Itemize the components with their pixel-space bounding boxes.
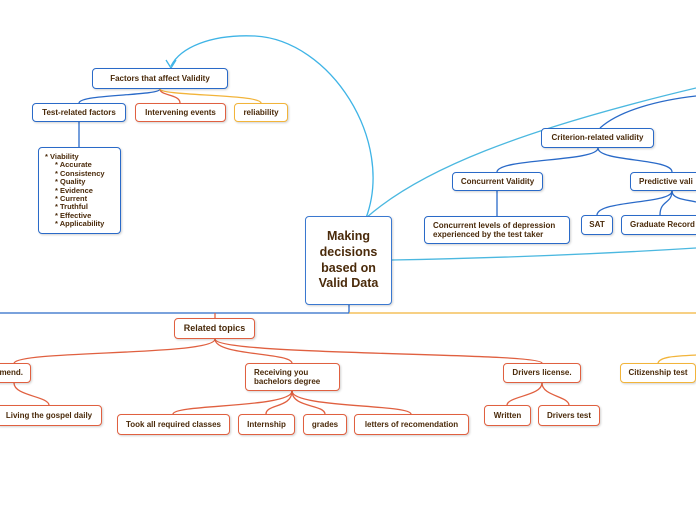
sat-node[interactable]: SAT	[581, 215, 613, 235]
concurrent-validity-node[interactable]: Concurrent Validity	[452, 172, 543, 191]
bachelors-to-classes-connector	[172, 390, 293, 415]
quality-item: * Current	[55, 194, 88, 204]
living-gospel-node[interactable]: Living the gospel daily	[0, 405, 102, 426]
root-to-criterion-connector	[365, 87, 696, 219]
predictive-to-sat-connector	[596, 190, 673, 216]
quality-item: * Viability	[45, 152, 79, 161]
bachelors-degree-node[interactable]: Receiving you bachelors degree	[245, 363, 340, 391]
qualities-list: * Viability* Accurate* Consistency* Qual…	[45, 152, 114, 229]
reliability-node[interactable]: reliability	[234, 103, 288, 122]
criterion-to-concurrent-connector	[496, 147, 599, 173]
predictive-to-gre-connector	[659, 190, 673, 216]
mend-node[interactable]: mend.	[0, 363, 31, 383]
quality-item: * Truthful	[55, 202, 88, 212]
bachelors-to-grades-connector	[291, 390, 326, 415]
quality-item: * Evidence	[55, 185, 93, 195]
required-classes-node[interactable]: Took all required classes	[117, 414, 230, 435]
validity-qualities-list[interactable]: * Viability* Accurate* Consistency* Qual…	[38, 147, 121, 234]
criterion-in-connector	[599, 95, 696, 129]
drivers-license-node[interactable]: Drivers license.	[503, 363, 581, 383]
mend-to-gospel-connector	[13, 382, 50, 406]
internship-node[interactable]: Internship	[238, 414, 295, 435]
criterion-to-predictive-connector	[597, 147, 673, 173]
drivers-test-node[interactable]: Drivers test	[538, 405, 600, 426]
quality-item: * Consistency	[55, 168, 105, 178]
related-to-bachelors-connector	[214, 338, 293, 364]
related-to-mend-connector	[13, 338, 216, 364]
root-node[interactable]: Making decisions based on Valid Data	[305, 216, 392, 305]
intervening-events-node[interactable]: Intervening events	[135, 103, 226, 122]
criterion-validity-node[interactable]: Criterion-related validity	[541, 128, 654, 148]
letters-recommendation-node[interactable]: letters of recomendation	[354, 414, 469, 435]
related-to-license-connector	[214, 338, 543, 364]
concurrent-example-node[interactable]: Concurrent levels of depression experien…	[424, 216, 570, 244]
root-to-factors-connector	[170, 35, 374, 219]
written-node[interactable]: Written	[484, 405, 531, 426]
bachelors-to-internship-connector	[265, 390, 293, 415]
root-to-right-connector	[391, 247, 696, 261]
factors-to-test-connector	[78, 88, 161, 104]
quality-item: * Quality	[55, 177, 86, 187]
license-to-written-connector	[506, 382, 543, 406]
factors-to-reliability-connector	[159, 88, 262, 104]
bachelors-to-letters-connector	[291, 390, 412, 415]
test-related-factors-node[interactable]: Test-related factors	[32, 103, 126, 122]
license-to-test-connector	[541, 382, 570, 406]
quality-item: * Effective	[55, 210, 92, 220]
quality-item: * Applicability	[55, 219, 105, 229]
factors-node[interactable]: Factors that affect Validity	[92, 68, 228, 89]
predictive-validity-node[interactable]: Predictive vali	[630, 172, 696, 191]
arrowhead-icon	[165, 59, 177, 70]
citizenship-test-node[interactable]: Citizenship test	[620, 363, 696, 383]
related-topics-node[interactable]: Related topics	[174, 318, 255, 339]
citizenship-connector	[657, 354, 696, 364]
grades-node[interactable]: grades	[303, 414, 347, 435]
gre-node[interactable]: Graduate Record	[621, 215, 696, 235]
root-left-baseline	[0, 305, 350, 314]
quality-item: * Accurate	[55, 160, 92, 170]
